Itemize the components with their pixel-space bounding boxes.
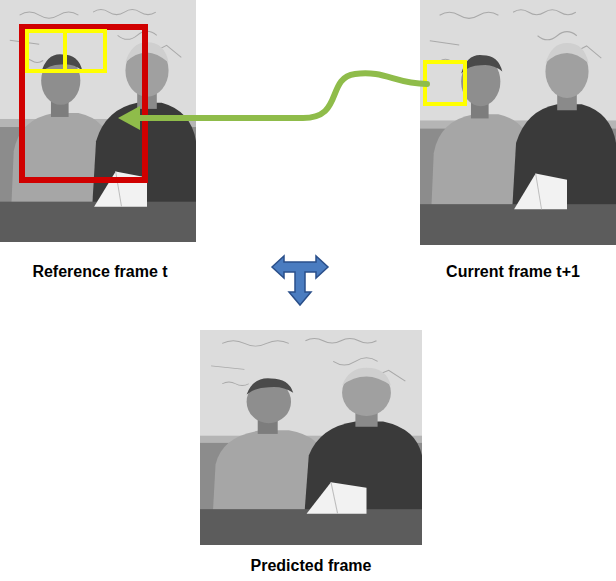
frame-caption: Reference frame t: [32, 262, 167, 281]
frame-caption: Predicted frame: [251, 556, 372, 575]
frame-caption: Current frame t+1: [446, 262, 580, 281]
